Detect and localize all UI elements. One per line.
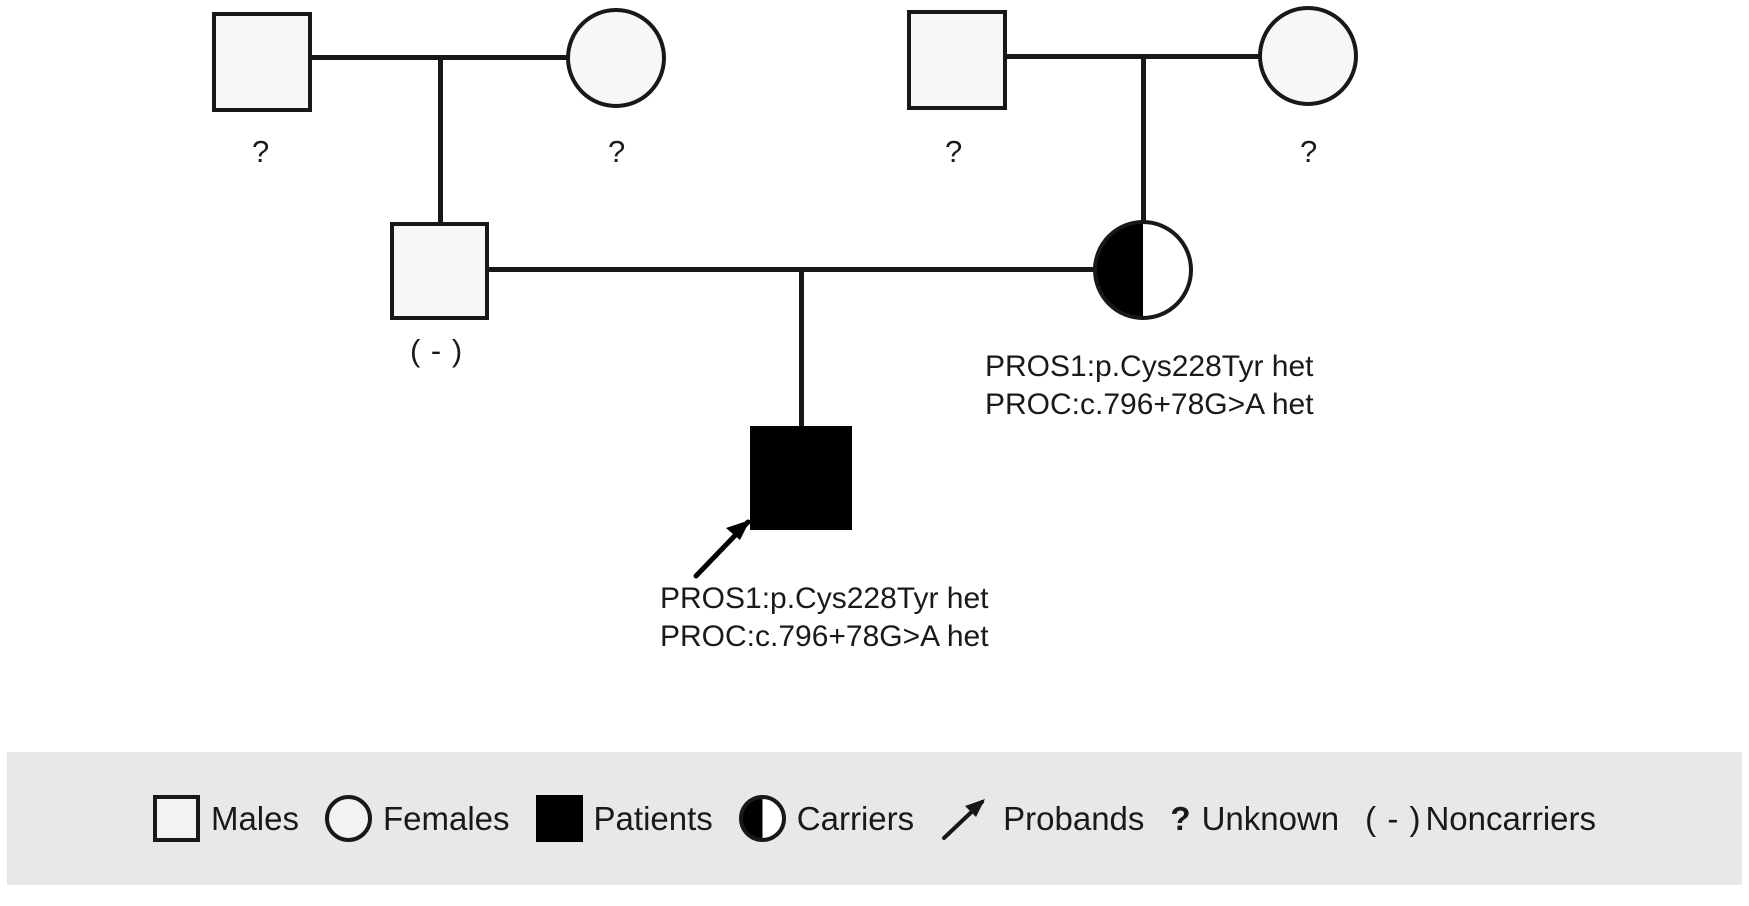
gen2-father-square[interactable] — [390, 222, 489, 320]
gen1-right-descent-line — [1141, 54, 1146, 224]
legend-item-males: Males — [152, 795, 299, 842]
gen2-mating-line — [487, 267, 1095, 272]
legend-label-carriers: Carriers — [796, 800, 915, 837]
gen3-proband-annotation: PROS1:p.Cys228Tyr het PROC:c.796+78G>A h… — [660, 580, 989, 656]
legend-label-males: Males — [210, 800, 299, 837]
arrow-icon — [942, 799, 986, 840]
gen1-left-descent-line — [438, 55, 443, 225]
legend-item-noncarriers: ( - ) Noncarriers — [1365, 802, 1596, 835]
gen3-proband-square[interactable] — [750, 426, 852, 530]
gen1-right-father-status-label: ? — [945, 134, 963, 169]
legend-label-probands: Probands — [1003, 800, 1145, 837]
filled-square-icon — [535, 795, 583, 842]
proband-arrow-icon — [693, 519, 751, 579]
legend-item-carriers: Carriers — [738, 795, 915, 842]
gen1-right-mother-circle[interactable] — [1258, 6, 1358, 106]
legend-label-noncarriers: Noncarriers — [1425, 800, 1597, 837]
gen1-left-mother-circle[interactable] — [566, 8, 666, 108]
minus-paren-icon: ( - ) — [1365, 800, 1422, 837]
gen1-right-mother-status-label: ? — [1300, 134, 1318, 169]
legend-item-unknown: ? Unknown — [1170, 802, 1339, 835]
gen3-proband-annotation-line2: PROC:c.796+78G>A het — [660, 620, 989, 653]
half-filled-circle-icon — [738, 795, 786, 842]
legend-label-patients: Patients — [593, 800, 713, 837]
gen2-mother-annotation: PROS1:p.Cys228Tyr het PROC:c.796+78G>A h… — [985, 348, 1314, 424]
gen1-left-mother-status-label: ? — [608, 134, 626, 169]
gen1-left-father-square[interactable] — [212, 12, 312, 112]
legend-label-unknown: Unknown — [1201, 800, 1340, 837]
gen2-descent-line — [799, 267, 804, 427]
legend-item-patients: Patients — [535, 795, 713, 842]
legend-panel: Males Females Patients Carriers Probands — [7, 752, 1742, 885]
gen3-proband-annotation-line1: PROS1:p.Cys228Tyr het — [660, 582, 989, 615]
legend-row: Males Females Patients Carriers Probands — [7, 752, 1742, 885]
legend-item-females: Females — [325, 795, 510, 842]
gen1-left-father-status-label: ? — [252, 134, 270, 169]
gen1-right-father-square[interactable] — [907, 10, 1007, 110]
open-square-icon — [152, 795, 200, 842]
legend-item-probands: Probands — [940, 795, 1144, 842]
gen2-mother-annotation-line1: PROS1:p.Cys228Tyr het — [985, 350, 1314, 383]
gen2-father-status-label: ( - ) — [410, 333, 464, 368]
question-mark-icon: ? — [1170, 800, 1191, 837]
gen2-mother-carrier-circle[interactable] — [1093, 220, 1193, 320]
gen2-mother-annotation-line2: PROC:c.796+78G>A het — [985, 388, 1314, 421]
open-circle-icon — [325, 795, 372, 842]
gen1-right-mating-line — [1005, 54, 1260, 59]
legend-label-females: Females — [383, 800, 510, 837]
